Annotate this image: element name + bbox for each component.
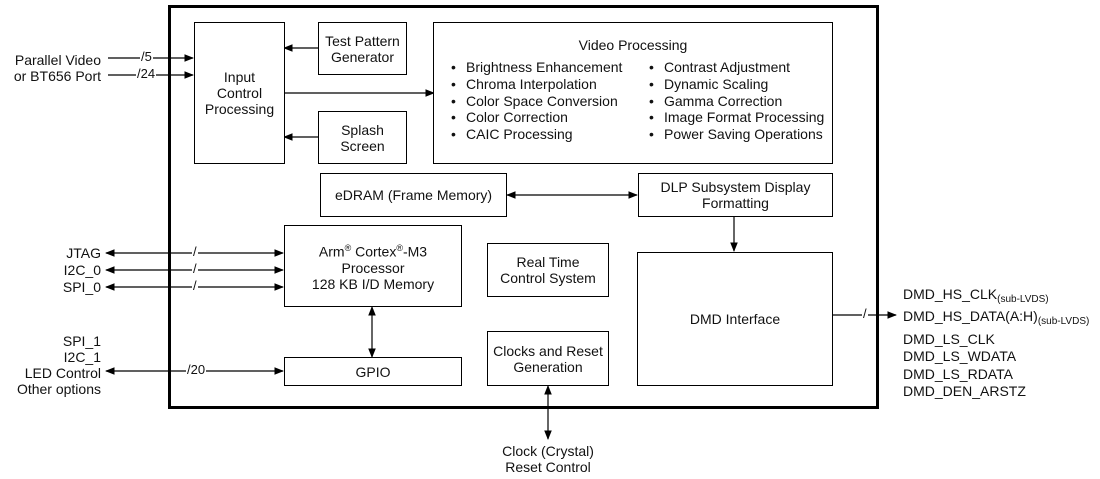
spi1-label: SPI_1 (62, 333, 101, 349)
gpio-signals-label: SPI_1 I2C_1 LED Control Other options (0, 333, 101, 397)
arm-reg-2: ® (396, 243, 403, 254)
jtag-label: JTAG (66, 245, 101, 261)
video-feature-right-1: Dynamic Scaling (648, 76, 824, 93)
video-features-right: Contrast AdjustmentDynamic ScalingGamma … (648, 59, 824, 143)
dmd-hs-clk: DMD_HS_CLK(sub-LVDS) (903, 286, 1089, 308)
video-feature-left-1: Chroma Interpolation (450, 76, 622, 93)
video-feature-right-4: Power Saving Operations (648, 126, 824, 143)
clocks-reset-label: Clocks and Reset Generation (493, 342, 603, 375)
arm-processor-line3: 128 KB I/D Memory (311, 275, 435, 292)
video-feature-right-2: Gamma Correction (648, 93, 824, 110)
arm-model: -M3 (402, 243, 428, 260)
parallel-video-line1: Parallel Video (14, 52, 101, 68)
video-feature-right-0: Contrast Adjustment (648, 59, 824, 76)
edram-block: eDRAM (Frame Memory) (320, 173, 507, 217)
clock-reset-input-label: Clock (Crystal) Reset Control (478, 443, 618, 475)
dmd-interface-label: DMD Interface (689, 311, 781, 327)
gpio-label: GPIO (355, 363, 391, 380)
asic-boundary (168, 5, 879, 409)
arm-processor-title: Arm® Cortex®-M3 (319, 240, 427, 260)
splash-screen-label: Splash Screen (340, 121, 385, 154)
rtcs-label: Real Time Control System (500, 254, 596, 286)
bus-width-20: /20 (186, 362, 207, 377)
gpio-block: GPIO (284, 357, 462, 386)
dmd-interface-block: DMD Interface (637, 252, 833, 386)
test-pattern-label: Test Pattern Generator (325, 32, 400, 65)
arm-core: Cortex (355, 243, 397, 260)
i2c1-label: I2C_1 (63, 349, 101, 365)
test-pattern-block: Test Pattern Generator (318, 22, 407, 75)
other-options-label: Other options (16, 381, 101, 397)
edram-label: eDRAM (Frame Memory) (334, 187, 493, 203)
dmd-hs-data-name: DMD_HS_DATA(A:H) (903, 308, 1038, 325)
video-feature-left-2: Color Space Conversion (450, 93, 622, 110)
bus-width-5: /5 (140, 49, 153, 64)
rtcs-block: Real Time Control System (487, 243, 609, 297)
clock-crystal-label: Clock (Crystal) (502, 443, 594, 459)
bus-slash-jtag: / (192, 244, 198, 259)
bus-width-24: /24 (136, 66, 157, 81)
arm-processor-block: Arm® Cortex®-M3 Processor 128 KB I/D Mem… (284, 225, 462, 307)
arm-reg-1: ® (344, 243, 352, 254)
video-processing-title: Video Processing (578, 37, 688, 53)
video-feature-left-4: CAIC Processing (450, 126, 622, 143)
parallel-video-line2: or BT656 Port (13, 68, 101, 84)
video-feature-left-0: Brightness Enhancement (450, 59, 622, 76)
input-control-block: Input Control Processing (194, 22, 285, 164)
video-processing-block: Video Processing Brightness EnhancementC… (433, 22, 833, 164)
dmd-hs-data-sub: (sub-LVDS) (1037, 316, 1090, 328)
dlp-subsystem-label: DLP Subsystem Display Formatting (660, 179, 811, 211)
dmd-den-arstz: DMD_DEN_ARSTZ (903, 383, 1026, 400)
reset-control-label: Reset Control (505, 459, 591, 475)
bus-slash-i2c0: / (192, 261, 198, 276)
arm-brand: Arm (318, 243, 345, 260)
dmd-hs-clk-sub: (sub-LVDS) (997, 294, 1049, 305)
dmd-hs-clk-name: DMD_HS_CLK (903, 286, 998, 302)
arm-processor-line2: Processor (341, 259, 405, 276)
parallel-video-label: Parallel Video or BT656 Port (0, 52, 101, 84)
dmd-bus-slash: / (862, 306, 868, 321)
splash-screen-block: Splash Screen (318, 111, 407, 164)
input-control-label: Input Control Processing (204, 69, 275, 117)
dmd-ls-wdata: DMD_LS_WDATA (903, 348, 1017, 365)
bus-slash-spi0: / (192, 278, 198, 293)
dmd-hs-data: DMD_HS_DATA(A:H)(sub-LVDS) (903, 308, 1089, 330)
dmd-ls-clk: DMD_LS_CLK (903, 330, 995, 347)
led-control-label: LED Control (24, 365, 101, 381)
i2c0-label: I2C_0 (63, 262, 101, 278)
dmd-ls-rdata: DMD_LS_RDATA (903, 365, 1013, 382)
dmd-signals-label: DMD_HS_CLK(sub-LVDS) DMD_HS_DATA(A:H)(su… (903, 286, 1089, 400)
dlp-subsystem-block: DLP Subsystem Display Formatting (638, 173, 833, 217)
video-features-left: Brightness EnhancementChroma Interpolati… (450, 59, 622, 143)
video-feature-left-3: Color Correction (450, 109, 622, 126)
video-feature-right-3: Image Format Processing (648, 109, 824, 126)
spi0-label: SPI_0 (62, 279, 101, 295)
clocks-reset-block: Clocks and Reset Generation (487, 331, 609, 386)
